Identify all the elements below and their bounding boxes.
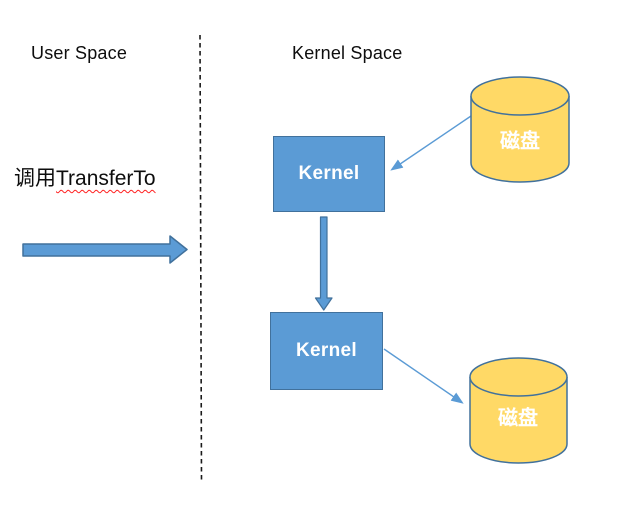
disk-cylinder-top (470, 76, 570, 183)
transferto-word: TransferTo (56, 167, 156, 190)
user-space-label: User Space (31, 43, 128, 63)
call-transferto-annotation: 调用TransferTo (14, 162, 156, 192)
kernel-box-top-label: Kernel (298, 163, 360, 184)
space-divider-dashed-line (199, 34, 203, 482)
call-prefix-text: 调用 (14, 167, 56, 190)
kernel-space-label: Kernel Space (292, 43, 403, 63)
kernel-box-bottom: Kernel (270, 312, 383, 390)
kernel-to-disk-connector (383, 348, 464, 404)
disk-cylinder-bottom (469, 357, 568, 464)
kernel-to-kernel-arrow (314, 216, 333, 311)
transferto-call-arrow (22, 235, 188, 264)
disk-top-label: 磁盘 (500, 130, 540, 153)
kernel-box-top: Kernel (273, 136, 385, 212)
kernel-box-bottom-label: Kernel (296, 340, 357, 361)
disk-to-kernel-connector (390, 115, 472, 171)
disk-bottom-label: 磁盘 (498, 407, 538, 430)
